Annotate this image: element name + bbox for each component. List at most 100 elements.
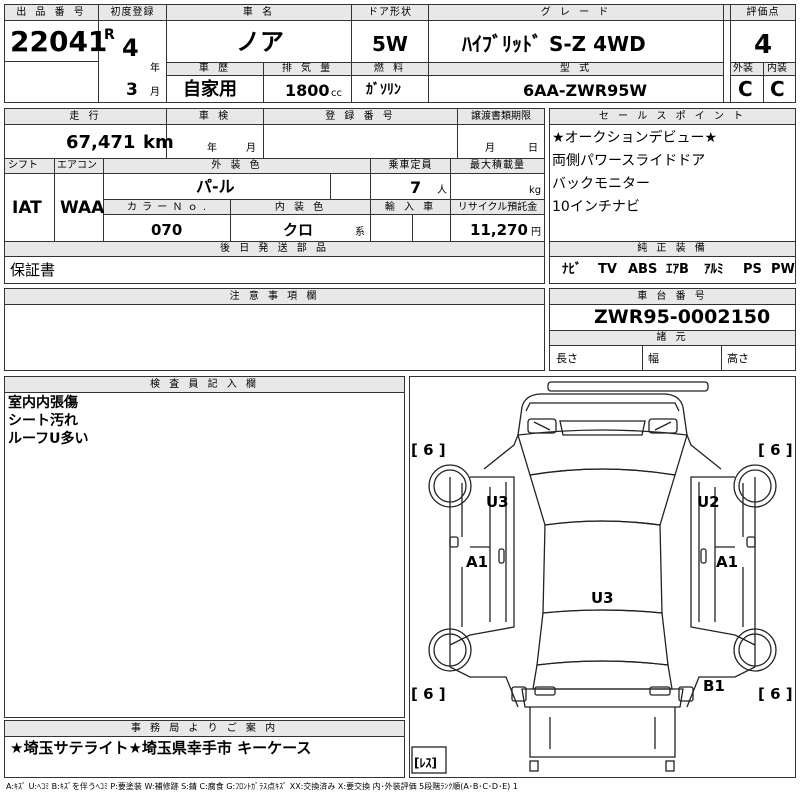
damage-mark-rear-right: B1 [703,677,725,695]
history-value: 自家用 [183,79,237,100]
sales-line-1: ★オークションデビュー★ [552,130,718,146]
car-name-label: 車 名 [242,7,276,18]
mileage-value: 67,471 [66,132,136,153]
height-label: 高さ [727,352,749,365]
shift-value: IAT [12,198,42,218]
score-value: 4 [754,30,773,60]
equipment-item-tv: TV [598,262,617,277]
chassis-label: 車 台 番 号 [637,291,708,302]
front-body [517,393,688,436]
header-sublabel-bar [166,62,723,76]
year-unit: 年 [150,63,160,74]
tire-label-rear-right: [ 6 ] [758,685,793,703]
notes-label: 注 意 事 項 欄 [229,291,320,302]
damage-mark-left-door: A1 [466,553,488,571]
tire-label-front-right: [ 6 ] [758,441,793,459]
score-label: 評価点 [746,7,780,18]
lot-label: 出 品 番 号 [16,7,87,18]
length-label: 長さ [556,352,578,365]
mileage-label: 走 行 [69,111,102,122]
fuel-value: ｶﾞｿﾘﾝ [366,82,401,98]
load-label: 最大積載量 [470,160,525,171]
front-bumper [547,381,709,392]
tailgate [532,660,673,690]
mileage-unit: km [143,132,174,153]
inspector-panel [4,376,405,718]
sales-line-3: バックモニター [552,176,650,192]
car-diagram-panel: [ 6 ] [ 6 ] [ 6 ] [ 6 ] [ﾚｽ] U3 U2 A1 A1… [409,376,796,778]
right-mirror [746,536,756,548]
equipment-item-abs: ABS [628,262,658,277]
year-value: 4 [122,34,139,62]
month-value: 3 [126,80,138,100]
ac-label: エアコン [57,160,97,171]
header-label-bar [5,5,795,21]
grade-label: グ レ ー ド [540,7,612,18]
interior-label: 内装 [767,63,787,74]
color-label: 外 装 色 [211,160,263,171]
grade-value: ﾊｲﾌﾞﾘｯﾄﾞ S-Z 4WD [462,32,646,56]
sales-line-4: 10インチナビ [552,199,640,215]
interior-value: C [770,77,785,101]
legend-footer: A:ｷｽﾞ U:ﾍｺﾐ B:ｷｽﾞを伴うﾍｺﾐ P:要塗装 W:補修跡 S:錆 … [6,782,518,791]
equipment-item-pw: PW [771,262,795,277]
tire-label-front-left: [ 6 ] [411,441,446,459]
later-parts-label: 後 日 発 送 部 品 [220,243,329,254]
later-parts-value: 保証書 [10,261,56,279]
equipment-label: 純 正 装 備 [637,243,708,254]
left-side-body [449,434,519,667]
recycle-label: リサイクル預託金 [457,202,538,213]
wheel-rear-right [733,628,777,672]
rear-underside [529,707,676,758]
specs-label: 諸 元 [656,332,689,343]
damage-mark-front-left: U3 [486,493,509,511]
right-side-body [686,434,756,667]
inspector-line-1: 室内内張傷 [8,395,78,411]
damage-mark-front-right: U2 [697,493,720,511]
era-value: R [104,27,115,43]
displacement-unit: cc [331,88,342,99]
color-no-label: カ ラ ー Ｎ ｏ . [126,202,208,213]
int-color-value: クロ [283,221,314,239]
inspection-year-unit: 年 [207,143,217,154]
office-value: ★埼玉サテライト★埼玉県幸手市 キーケース [10,739,312,757]
capacity-value: 7 [410,178,422,197]
displacement-value: 1800 [285,81,330,100]
windshield [529,468,676,526]
exterior-label: 外装 [733,63,753,74]
door-value: 5W [372,32,408,56]
score-sublabel-bar [730,62,795,76]
spare-tire-box [411,746,447,774]
load-unit: kg [529,185,542,196]
ac-value: WAA [60,198,105,218]
door-label: ドア形状 [368,7,412,18]
model-value: 6AA-ZWR95W [523,81,648,100]
recycle-unit: 円 [531,227,541,238]
inspector-label: 検 査 員 記 入 欄 [150,379,259,390]
car-name-value: ノア [236,28,284,56]
width-label: 幅 [648,352,659,365]
int-color-label: 内 装 色 [274,202,327,213]
wheel-rear-left [428,628,472,672]
displacement-label: 排 気 量 [281,63,334,74]
car-diagram: [ 6 ] [ 6 ] [ 6 ] [ 6 ] [ﾚｽ] U3 U2 A1 A1… [411,381,793,774]
import-label: 輸 入 車 [384,202,437,213]
inspector-line-2: シート汚れ [8,413,78,429]
tire-label-rear-left: [ 6 ] [411,685,446,703]
transfer-month-unit: 月 [485,143,495,154]
inspector-line-3: ルーフU多い [8,431,89,447]
shift-label: シフト [8,160,38,171]
left-rear-quarter [449,666,519,708]
transfer-day-unit: 日 [528,143,538,154]
wheel-front-right [733,464,777,508]
lot-number: 22041 [10,25,108,58]
color-value: パ-ル [196,177,235,196]
month-unit: 月 [150,87,160,98]
model-label: 型 式 [559,63,593,74]
equipment-item-ps: PS [743,262,762,277]
equipment-item-nav: ﾅﾋﾞ [562,262,582,277]
transfer-label: 譲渡書類期限 [471,111,531,122]
capacity-label: 乗車定員 [388,160,433,171]
capacity-unit: 人 [437,185,447,196]
left-mirror [449,536,459,548]
